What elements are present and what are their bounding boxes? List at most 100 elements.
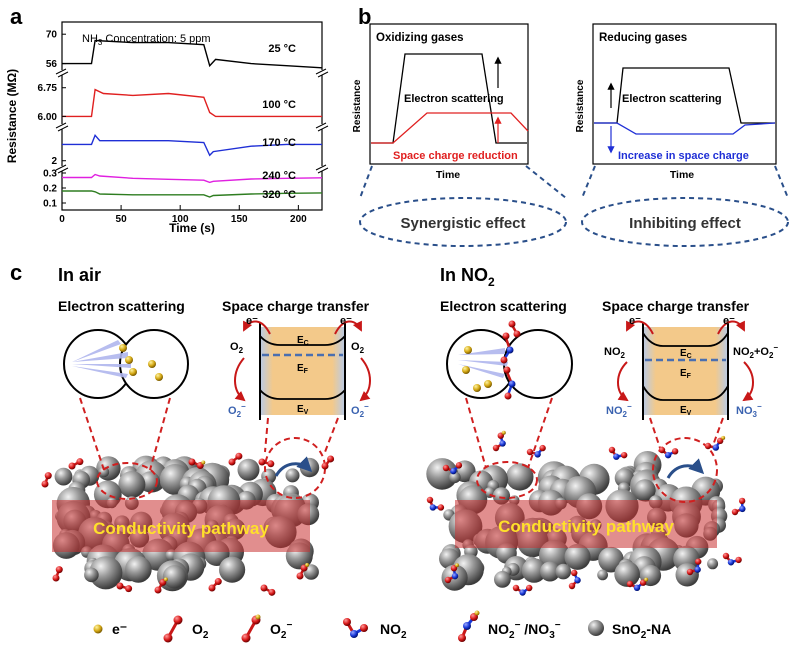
no2-molecule-icon bbox=[608, 446, 628, 460]
ef-label: EF bbox=[297, 363, 309, 375]
synergistic-label: Synergistic effect bbox=[400, 215, 525, 232]
valence-band bbox=[642, 385, 729, 401]
no2-molecule-icon bbox=[731, 497, 746, 516]
reducing-blue-curve bbox=[594, 122, 776, 135]
conduction-band bbox=[259, 335, 346, 346]
no2-scattering-title: Electron scattering bbox=[440, 298, 567, 314]
air-transfer-title: Space charge transfer bbox=[222, 298, 370, 314]
ev-label: EV bbox=[297, 404, 309, 416]
series-label: 100 °C bbox=[262, 99, 296, 111]
o2-molecule-icon bbox=[163, 615, 183, 643]
air-gas-molecules bbox=[41, 452, 335, 596]
no2-molecule-icon bbox=[500, 332, 514, 364]
x-axis-label: Time (s) bbox=[169, 221, 215, 235]
sno2-particle bbox=[219, 556, 246, 583]
no2-title: In NO2 bbox=[440, 265, 495, 289]
series-line-3 bbox=[62, 133, 322, 157]
electron-icon bbox=[484, 380, 492, 388]
o2-molecule-icon bbox=[68, 458, 84, 470]
sno2-particle bbox=[555, 563, 572, 580]
no2-scattering-diagram bbox=[446, 320, 573, 400]
sno2-particle bbox=[162, 565, 187, 589]
panel-label-a: a bbox=[10, 4, 23, 29]
x-tick-label: 50 bbox=[116, 214, 128, 225]
air-scattering-diagram bbox=[63, 329, 189, 399]
o2-gas-label-left: O2 bbox=[230, 341, 244, 355]
no2-conductivity-pathway bbox=[455, 500, 717, 548]
axis-break-marks bbox=[55, 68, 329, 174]
legend-label-o2-ion: O2− bbox=[270, 620, 292, 641]
sno2-particle-icon bbox=[588, 620, 604, 636]
no2-ion-label: NO2− bbox=[606, 402, 632, 419]
legend-label-o2: O2 bbox=[192, 621, 209, 641]
electron-label: e⁻ bbox=[246, 315, 258, 327]
no2-molecule-icon bbox=[686, 558, 702, 576]
x-tick-label: 200 bbox=[290, 214, 307, 225]
electron-icon bbox=[155, 373, 163, 381]
ef-label: EF bbox=[680, 368, 692, 380]
sno2-particle bbox=[494, 571, 511, 588]
oxidizing-space-charge-label: Space charge reduction bbox=[393, 150, 518, 162]
sno2-particle bbox=[449, 471, 461, 484]
electron-icon bbox=[129, 368, 137, 376]
sno2-particle bbox=[237, 458, 260, 481]
x-tick-label: 100 bbox=[172, 214, 189, 225]
chart-annotation: NH3 Concentration: 5 ppm bbox=[82, 33, 211, 47]
series-label: 170 °C bbox=[262, 137, 296, 149]
no3-ion-label: NO3− bbox=[736, 402, 762, 419]
y-tick-label: 6.75 bbox=[38, 83, 58, 94]
electron-icon bbox=[119, 344, 127, 352]
reducing-space-charge-label: Increase in space charge bbox=[618, 150, 749, 162]
panel-c-mechanism: In air In NO2 Electron scattering Space … bbox=[41, 265, 778, 643]
y-tick-label: 2 bbox=[51, 156, 57, 167]
sno2-particle bbox=[426, 458, 458, 490]
y-tick-label: 6.00 bbox=[38, 112, 58, 123]
depletion-region bbox=[260, 327, 345, 415]
sno2-particle bbox=[707, 558, 719, 570]
sno2-particle bbox=[54, 467, 73, 486]
air-scattering-title: Electron scattering bbox=[58, 298, 185, 314]
legend-label-electron: e⁻ bbox=[112, 621, 127, 637]
electron-icon bbox=[93, 624, 103, 634]
no2-molecule-icon bbox=[508, 320, 521, 338]
panel-label-c: c bbox=[10, 260, 22, 285]
air-conductivity-pathway bbox=[52, 500, 310, 552]
oxidizing-title: Oxidizing gases bbox=[376, 32, 464, 44]
legend-label-no2-no3-ion: NO2− /NO3− bbox=[488, 620, 561, 641]
o2-molecule-icon bbox=[41, 472, 52, 488]
series-line-5 bbox=[62, 190, 323, 198]
no2-molecule-icon bbox=[426, 496, 445, 511]
legend-label-sno2: SnO2-NA bbox=[612, 621, 671, 641]
panel-b-schematics: Oxidizing gases Resistance Time Electron… bbox=[352, 23, 789, 247]
o2-molecule-icon bbox=[116, 582, 133, 593]
no2-band-diagram: EC EF EV e⁻ e⁻ NO2 NO2+O2− NO2− NO3− bbox=[604, 315, 778, 420]
no2-no3-ion-icon bbox=[626, 577, 649, 592]
x-tick-label: 150 bbox=[231, 214, 248, 225]
y-axis-label: Resistance (MΩ) bbox=[5, 69, 19, 163]
electron-scattering-beams bbox=[72, 340, 131, 378]
no2-molecule-icon bbox=[503, 366, 516, 400]
no2-molecule-icon bbox=[512, 584, 533, 596]
o2-ion-label-right: O2− bbox=[351, 402, 369, 419]
sno2-particle bbox=[285, 468, 300, 483]
valence-band bbox=[259, 389, 346, 400]
air-pathway-label: Conductivity pathway bbox=[93, 519, 269, 538]
y-tick-label: 70 bbox=[46, 30, 58, 41]
o2-ion-label-left: O2− bbox=[228, 402, 246, 419]
reducing-title: Reducing gases bbox=[599, 32, 687, 44]
reducing-scattering-label: Electron scattering bbox=[622, 93, 722, 105]
sno2-particle bbox=[634, 479, 656, 501]
o2-ion-icon bbox=[296, 562, 310, 580]
sno2-particle bbox=[84, 567, 99, 583]
o2-molecule-icon bbox=[258, 458, 275, 468]
no2-o2-gas-label-right: NO2+O2− bbox=[733, 343, 778, 360]
electron-icon bbox=[125, 356, 133, 364]
sno2-particle bbox=[506, 463, 534, 491]
sno2-particle bbox=[98, 466, 110, 478]
reducing-plot-frame bbox=[592, 23, 777, 165]
no2-gas-label-left: NO2 bbox=[604, 346, 626, 360]
series-line-1 bbox=[62, 39, 323, 69]
no2-molecule-icon bbox=[343, 618, 368, 638]
ec-label: EC bbox=[297, 335, 309, 347]
